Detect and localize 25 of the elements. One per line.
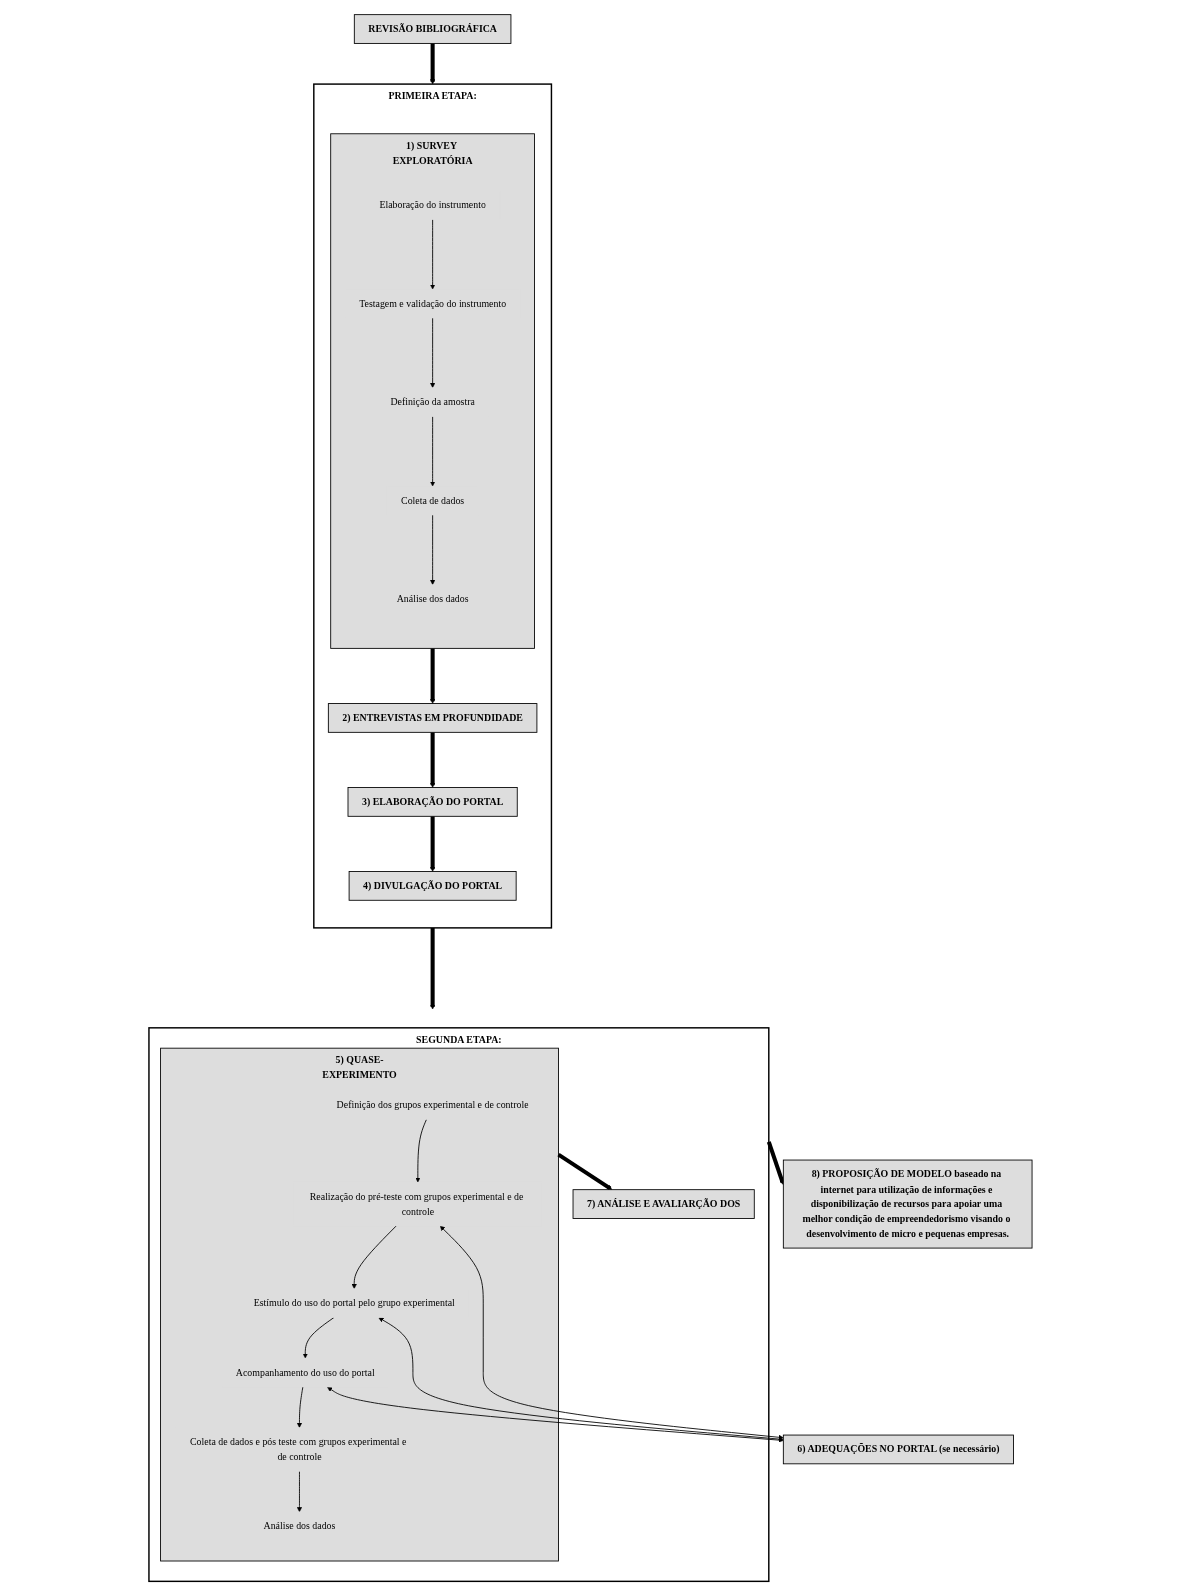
node-box: 7) ANÁLISE E AVALIARÇÃO DOS [572, 1189, 755, 1219]
node-box: 4) DIVULGAÇÃO DO PORTAL [348, 871, 517, 901]
arrow [430, 816, 436, 872]
arrow [430, 648, 436, 704]
node-text: Coleta de dados e pós teste com grupos experimental e de controle [189, 1436, 407, 1463]
arrow [430, 927, 436, 1010]
node-text: Acompanhamento do uso do portal [235, 1366, 375, 1378]
node-text: Definição dos grupos experimental e de controle [336, 1099, 529, 1111]
arrow [766, 1141, 785, 1185]
node-text: Análise dos dados [263, 1520, 336, 1532]
arrow [430, 43, 436, 85]
node-text: Estímulo do uso do portal pelo grupo experimental [253, 1297, 455, 1309]
node-text: Análise dos dados [396, 593, 469, 605]
node-text: Definição da amostra [390, 396, 475, 408]
node-box: 8) PROPOSIÇÃO DE MODELO baseado na internet para utilização de informações e disponibilização de recursos para apoiar uma melhor condição de empreendedorismo visando o desenvolvimento de micro e pequenas empresas. [782, 1159, 1033, 1249]
node-text: Coleta de dados [401, 494, 465, 506]
arrow [430, 732, 436, 788]
node-box: 2) ENTREVISTAS EM PROFUNDIDADE [327, 703, 538, 733]
node-box: 6) ADEQUAÇÕES NO PORTAL (se necessário) [782, 1434, 1014, 1465]
node-text: Testagem e validação do instrumento [359, 297, 507, 309]
node-box: REVISÃO BIBLIOGRÁFICA [353, 14, 512, 44]
arrow [557, 1152, 613, 1191]
node-text: Realização do pré-teste com grupos experimental e de controle [309, 1190, 524, 1217]
node-box: 3) ELABORAÇÃO DO PORTAL [347, 787, 518, 817]
node-text: Elaboração do instrumento [379, 199, 486, 211]
